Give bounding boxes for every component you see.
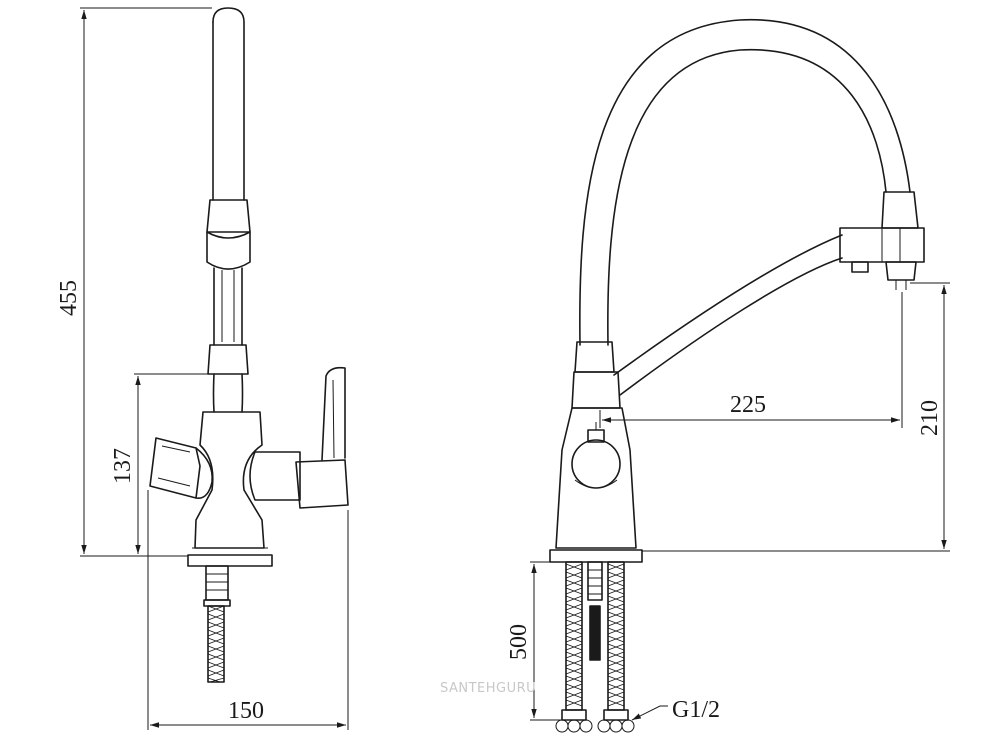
thread-label: G1/2 — [672, 697, 720, 723]
dim-spout-reach: 225 — [730, 392, 766, 418]
front-view — [549, 19, 925, 733]
watermark: SANTEHGURU — [440, 681, 536, 696]
side-view — [149, 7, 349, 683]
dim-total-height: 455 — [56, 280, 82, 316]
dim-base-width: 150 — [228, 698, 264, 724]
dim-spout-height: 210 — [917, 400, 943, 436]
side-view-dimensions: 455 137 150 — [56, 7, 349, 730]
dim-side-height: 137 — [110, 448, 136, 484]
front-view-dimensions: 225 210 500 G1/2 — [506, 282, 950, 723]
dim-hose-length: 500 — [506, 624, 532, 660]
